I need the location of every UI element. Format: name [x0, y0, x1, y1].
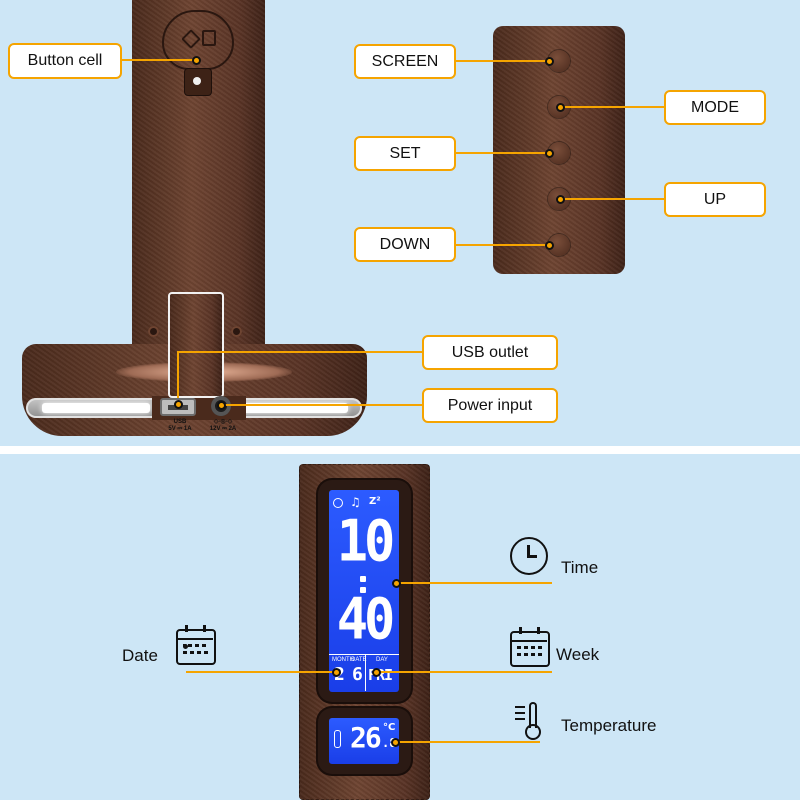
- lcd-date: 6: [352, 664, 363, 685]
- dot-usb: [174, 400, 183, 409]
- clock-icon: [333, 498, 343, 508]
- lcd-colon-2: [360, 587, 366, 593]
- lcd-day-label: DAY: [376, 657, 388, 663]
- label-date: Date: [122, 646, 158, 665]
- panel-divider: [0, 446, 800, 454]
- callout-up: UP: [664, 182, 766, 217]
- dot-set: [545, 149, 554, 158]
- callout-power-input: Power input: [422, 388, 558, 423]
- callout-mode: MODE: [664, 90, 766, 125]
- top-leader-lines: [120, 59, 664, 406]
- sleep-icon: Z²: [369, 496, 381, 507]
- strip-left-glow: [42, 403, 150, 413]
- lcd-separator: [329, 654, 399, 655]
- power-port-label: ◇-◎-◇ 12V ⎓ 2A: [209, 419, 237, 432]
- dot-time: [392, 579, 401, 588]
- strip-right-glow: [240, 403, 348, 413]
- lcd-thermometer-icon: [334, 730, 341, 748]
- callout-screen: SCREEN: [354, 44, 456, 79]
- callout-down: DOWN: [354, 227, 456, 262]
- dot-screen: [545, 57, 554, 66]
- lcd-vsep: [365, 655, 366, 691]
- set-button[interactable]: [548, 142, 570, 164]
- label-week: Week: [556, 645, 600, 664]
- callout-usb-outlet: USB outlet: [422, 335, 558, 370]
- screw-right: [231, 326, 242, 337]
- lcd-temp-unit: °C: [383, 722, 396, 733]
- dot-power: [217, 401, 226, 410]
- usb-port-label: USB 5V ⎓ 1A: [168, 419, 192, 432]
- screen-button[interactable]: [548, 50, 570, 72]
- time-clock-icon: [510, 537, 548, 575]
- top-product-panel: USB 5V ⎓ 1A ◇-◎-◇ 12V ⎓ 2A Button cell S…: [8, 0, 766, 436]
- dot-temperature: [391, 738, 400, 747]
- lcd-hour: 10: [336, 509, 396, 575]
- callout-set: SET: [354, 136, 456, 171]
- screw-left: [148, 326, 159, 337]
- label-time: Time: [561, 558, 599, 577]
- down-button[interactable]: [548, 234, 570, 256]
- thermometer-icon: [515, 702, 547, 742]
- lcd-date-label: DATE: [351, 657, 367, 663]
- label-temperature: Temperature: [561, 716, 657, 735]
- dot-down: [545, 241, 554, 250]
- dot-date: [332, 668, 341, 677]
- bottom-leader-lines: [186, 582, 552, 743]
- lcd-colon: [360, 576, 366, 582]
- dot-week: [372, 668, 381, 677]
- calendar-icon-week: [510, 627, 550, 667]
- cover-latch: [184, 68, 212, 96]
- lcd-temp-int: 26: [350, 721, 382, 754]
- bottom-display-panel: ♫ Z² 10 40 MONTH DATE DAY 2 6 FRI 26 °C …: [0, 454, 800, 800]
- lcd-minute: 40: [336, 587, 396, 653]
- lcd-month-label: MONTH: [332, 657, 354, 663]
- dot-up: [556, 195, 565, 204]
- dot-mode: [556, 103, 565, 112]
- callout-button-cell: Button cell: [8, 43, 122, 79]
- music-note-icon: ♫: [350, 495, 361, 509]
- calendar-icon-date: [176, 625, 216, 665]
- dot-button-cell: [192, 56, 201, 65]
